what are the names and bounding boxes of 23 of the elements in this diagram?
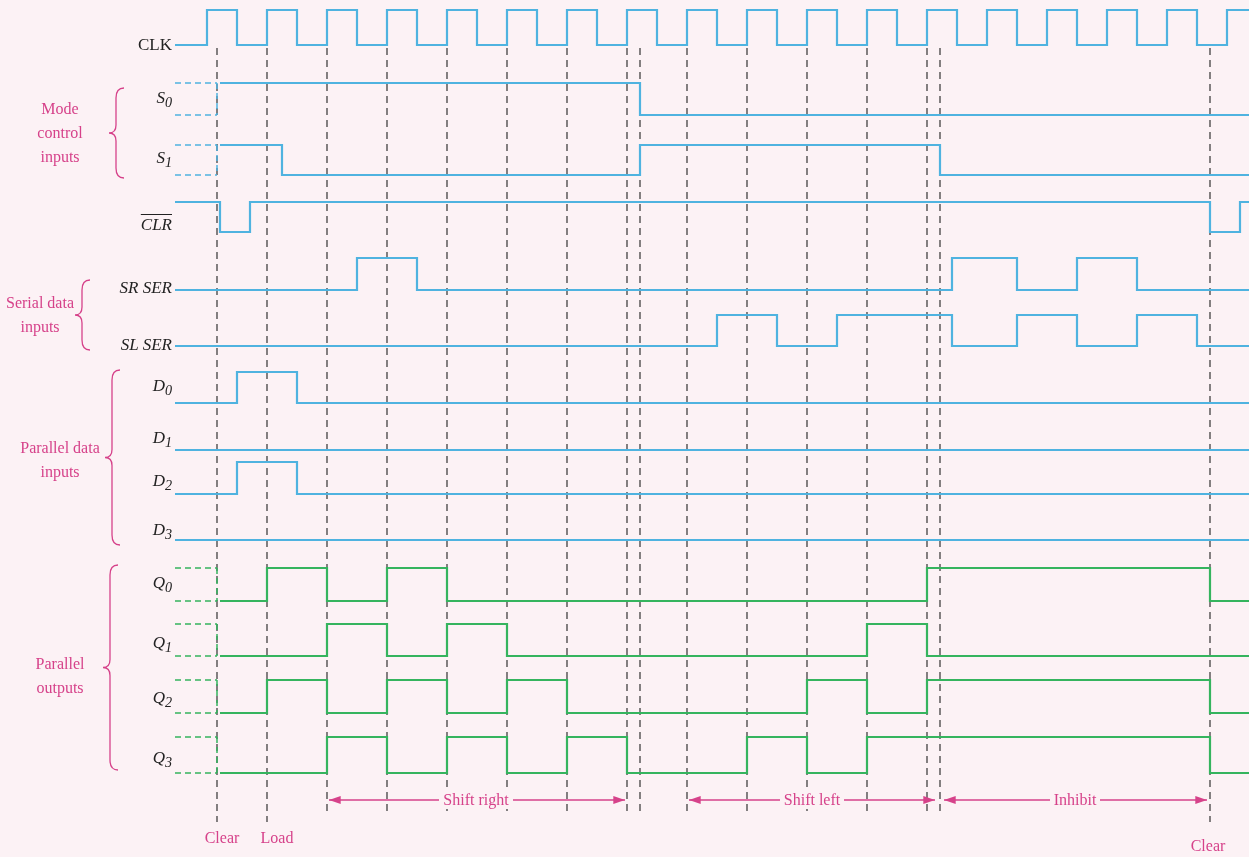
signal-label: SR SER [119, 278, 172, 298]
group-label: Mode control inputs [36, 99, 84, 168]
signal-label: Q$_{2}$ [152, 689, 172, 711]
phase-label: Shift left [779, 791, 845, 809]
group-label: Serial data inputs [5, 293, 75, 338]
signal-label: D$_{1}$ [152, 429, 172, 451]
event-label: Clear [1190, 837, 1226, 855]
signal-label: D$_{3}$ [152, 521, 172, 543]
signal-label: Q$_{1}$ [152, 634, 172, 656]
group-label: Parallel data inputs [20, 438, 100, 483]
signal-label: CLK [138, 35, 172, 55]
signal-label: Q$_{3}$ [152, 749, 172, 771]
signal-label: S$_{0}$ [156, 89, 172, 111]
phase-label: Shift right [439, 791, 513, 809]
signal-label: D$_{2}$ [152, 472, 172, 494]
signal-label: S$_{1}$ [156, 149, 172, 171]
group-label: Parallel outputs [34, 654, 86, 699]
signal-label: Q$_{0}$ [152, 574, 172, 596]
event-label: Clear [204, 829, 240, 847]
signal-label: CLR [140, 215, 172, 235]
signal-label: SL SER [120, 335, 172, 355]
event-label: Load [260, 829, 294, 847]
signal-label: D$_{0}$ [152, 377, 172, 399]
